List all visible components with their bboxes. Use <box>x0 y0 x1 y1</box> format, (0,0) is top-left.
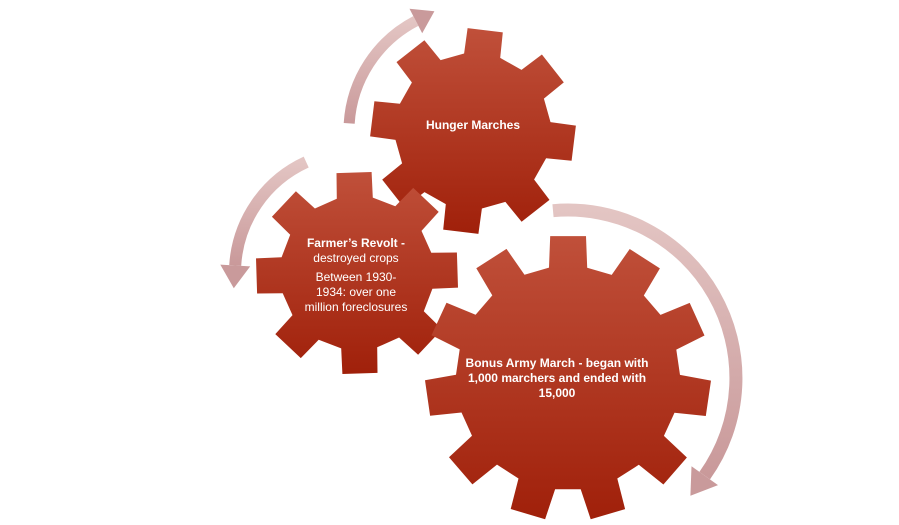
farmers-cycle-arrow-shaft <box>229 156 309 266</box>
farmers-revolt-subtitle: destroyed crops <box>313 251 399 265</box>
farmers-revolt-detail-line-3: million foreclosures <box>304 300 408 314</box>
hunger-marches-label: Hunger Marches <box>408 118 538 132</box>
hunger-cycle-arrow <box>343 8 435 124</box>
farmers-revolt-detail-line-2: 1934: over one <box>315 285 397 299</box>
hunger-marches-gear <box>370 28 576 234</box>
hunger-cycle-arrow-shaft <box>343 16 419 124</box>
bonus-army-gear <box>425 236 711 520</box>
farmers-cycle-arrow <box>220 156 309 289</box>
farmers-cycle-arrow-head <box>220 264 251 289</box>
bonus-cycle-arrow-head <box>690 466 718 496</box>
hunger-cycle-arrow-head <box>409 8 435 34</box>
bonus-army-line-1: Bonus Army March - began with <box>465 356 649 370</box>
bonus-army-line-2: 1,000 marchers and ended with <box>467 371 647 385</box>
farmers-revolt-gear <box>256 172 458 374</box>
bonus-army-line-3: 15,000 <box>538 386 576 400</box>
farmers-revolt-detail-line-1: Between 1930- <box>315 270 397 284</box>
farmers-revolt-title: Farmer’s Revolt - <box>306 236 406 250</box>
hunger-marches-title: Hunger Marches <box>425 118 521 132</box>
bonus-cycle-arrow <box>552 203 743 496</box>
farmers-revolt-label: Farmer’s Revolt - destroyed crops Betwee… <box>290 236 422 315</box>
bonus-cycle-arrow-shaft <box>552 203 743 480</box>
bonus-army-label: Bonus Army March - began with 1,000 marc… <box>462 356 652 401</box>
